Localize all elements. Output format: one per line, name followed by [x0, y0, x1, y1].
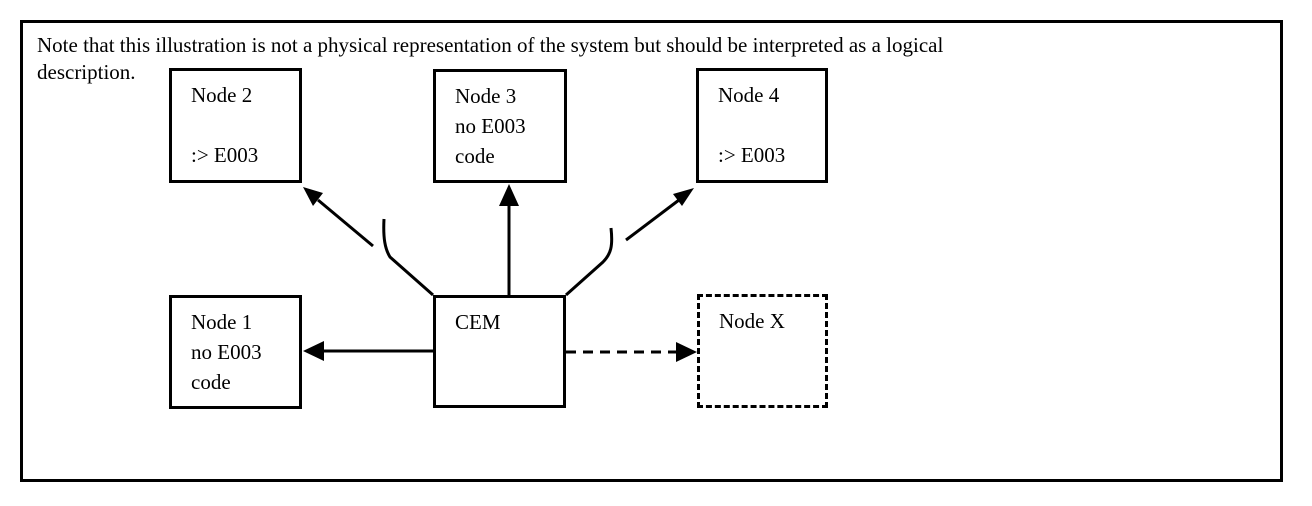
node2-spacer	[191, 110, 293, 140]
node2-box: Node 2 :> E003	[169, 68, 302, 183]
node1-code-label-2: code	[191, 370, 231, 394]
node3-title: Node 3	[455, 84, 517, 108]
nodex-title: Node X	[719, 309, 785, 333]
node4-spacer	[718, 110, 819, 140]
cem-title: CEM	[455, 310, 501, 334]
node1-box: Node 1 no E003 code	[169, 295, 302, 409]
nodex-box: Node X	[697, 294, 828, 408]
node2-title: Node 2	[191, 83, 253, 107]
node3-box: Node 3 no E003 code	[433, 69, 567, 183]
node2-code-label: :> E003	[191, 143, 259, 167]
node3-code-label-2: code	[455, 144, 495, 168]
node4-title: Node 4	[718, 83, 780, 107]
node3-code-label-1: no E003	[455, 114, 526, 138]
node4-code-label: :> E003	[718, 143, 786, 167]
node1-code-label-1: no E003	[191, 340, 262, 364]
node1-title: Node 1	[191, 310, 253, 334]
cem-box: CEM	[433, 295, 566, 408]
node4-box: Node 4 :> E003	[696, 68, 828, 183]
note-text: Note that this illustration is not a phy…	[37, 32, 943, 86]
note-line-1: Note that this illustration is not a phy…	[37, 33, 944, 57]
note-line-2: description.	[37, 60, 136, 84]
